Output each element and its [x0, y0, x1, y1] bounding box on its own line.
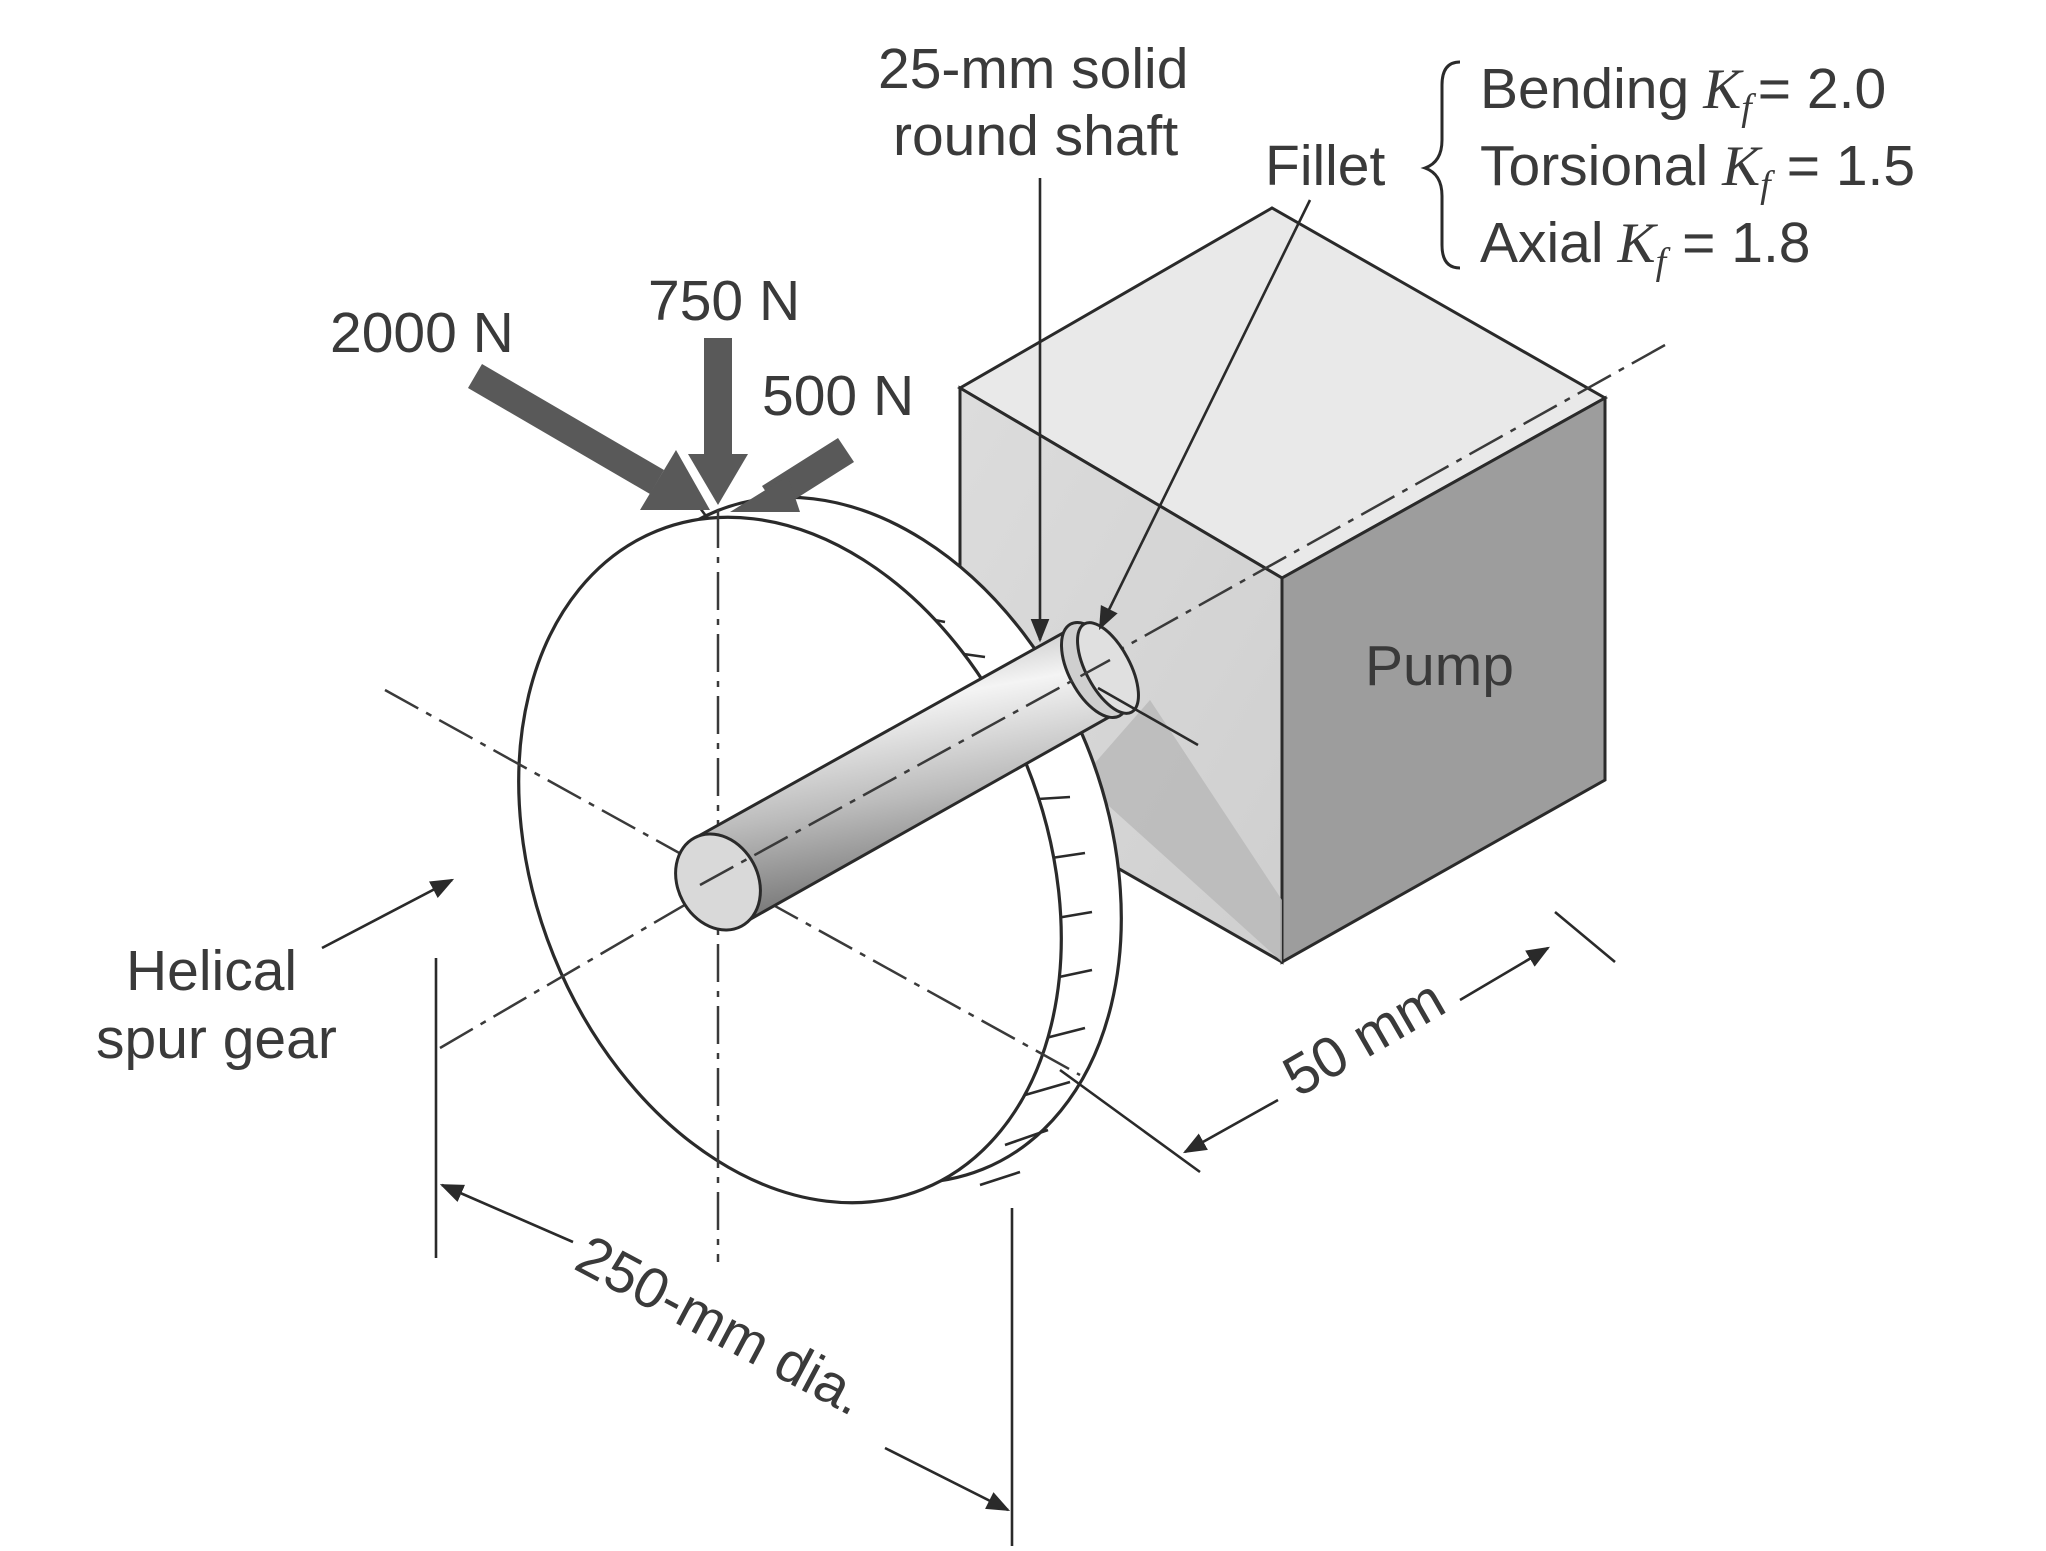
shaft-end — [674, 832, 762, 932]
force-2000-label: 2000 N — [330, 301, 514, 365]
pump-label: Pump — [1365, 634, 1514, 698]
pump-shade-wedge — [1080, 700, 1282, 962]
dim-250-label: 250-mm dia. — [566, 1223, 876, 1428]
fillet-brace — [1420, 60, 1461, 270]
gear-label-line1: Helical — [126, 939, 297, 1003]
bending-value: = 2.0 — [1758, 57, 1886, 121]
dimension-50mm — [1059, 686, 1616, 1174]
gear-leader — [321, 878, 455, 950]
bending-k: K — [1702, 58, 1744, 121]
force-arrows — [468, 338, 854, 512]
round-shaft — [674, 620, 1140, 932]
fillet-label: Fillet — [1265, 134, 1386, 198]
bending-text: Bending — [1480, 57, 1689, 121]
torsional-k-sub: f — [1760, 164, 1775, 206]
gear-label-line2: spur gear — [96, 1007, 337, 1071]
torsional-k: K — [1721, 135, 1763, 198]
dim-50-label: 50 mm — [1273, 967, 1456, 1110]
force-500-head — [730, 476, 800, 512]
bending-k-sub: f — [1741, 87, 1756, 129]
shaft-label-line1: 25-mm solid — [878, 37, 1188, 101]
dimension-250mm — [434, 958, 1014, 1546]
force-2000-head — [640, 450, 710, 510]
shaft-centerline — [699, 658, 1111, 887]
torsional-text: Torsional — [1480, 134, 1708, 198]
pump-axis-centerline — [1079, 343, 1666, 674]
shaft-label-line2: round shaft — [893, 104, 1178, 168]
fillet-leader — [1098, 199, 1312, 631]
axial-value: = 1.8 — [1682, 211, 1810, 275]
force-500-label: 500 N — [762, 364, 914, 428]
force-750-label: 750 N — [648, 269, 800, 333]
shaft-fillet-ring-2 — [1076, 621, 1140, 715]
force-750-head — [688, 454, 748, 505]
axial-k-sub: f — [1656, 241, 1671, 283]
pump-side-face — [1280, 395, 1607, 965]
torsional-value: = 1.5 — [1787, 134, 1915, 198]
force-750-shaft — [704, 338, 732, 458]
axial-k: K — [1617, 212, 1659, 275]
force-2000-shaft — [468, 364, 664, 494]
axial-text: Axial — [1480, 211, 1604, 275]
